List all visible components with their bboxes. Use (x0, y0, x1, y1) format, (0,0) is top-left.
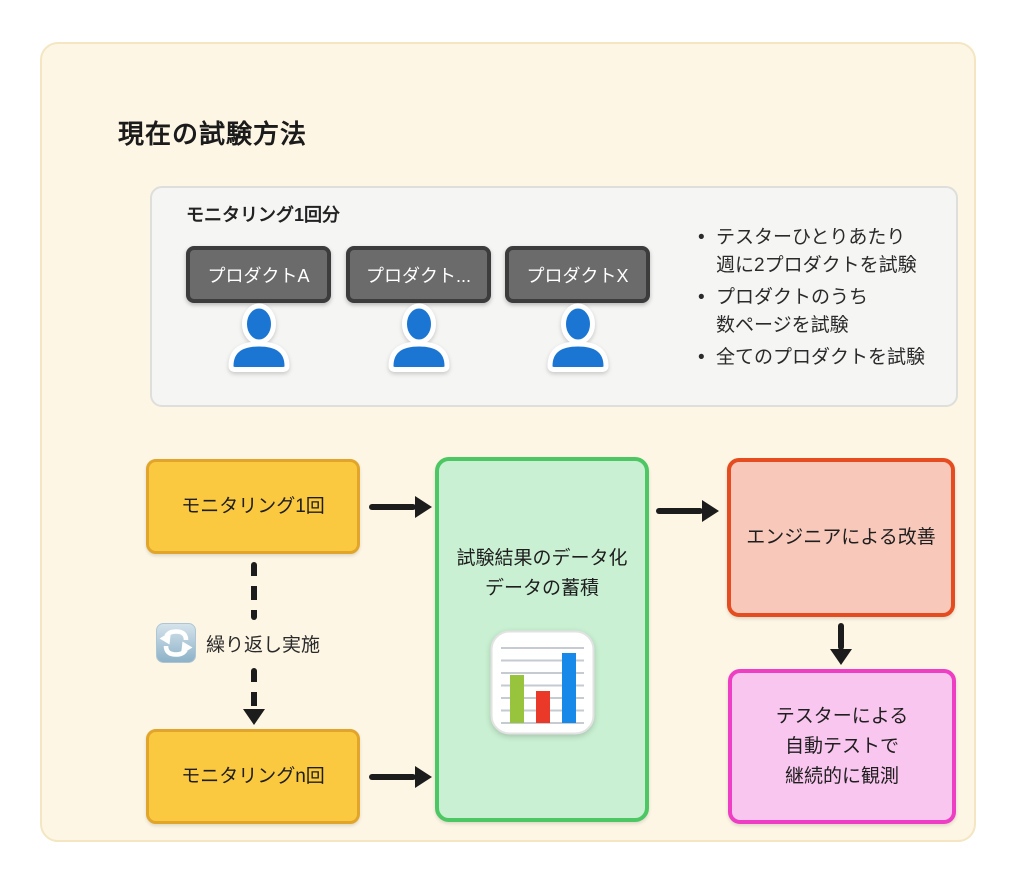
person-icon (227, 303, 290, 372)
monitoring-n-label: モニタリングn回 (181, 765, 325, 787)
product-box-ellipsis-label: プロダクト... (365, 265, 471, 286)
data-accumulation-label: 試験結果のデータ化 データの蓄積 (456, 548, 628, 599)
arrow-monitoring-once-to-data (369, 504, 416, 510)
monitoring-session-title: モニタリング1回分 (186, 205, 341, 225)
arrow-engineer-to-tester (838, 623, 844, 650)
current-method-panel: 現在の試験方法 モニタリング1回分 プロダクトA プロダクト... (40, 42, 976, 842)
monitoring-n-box: モニタリングn回 (146, 729, 360, 824)
tester-observation-label: テスターによる 自動テストで 継続的に観測 (775, 705, 909, 787)
monitoring-session-panel: モニタリング1回分 プロダクトA プロダクト... (150, 186, 958, 407)
data-accumulation-box: 試験結果のデータ化 データの蓄積 (435, 457, 649, 822)
person-icon (387, 303, 450, 372)
notes-list: テスターひとりあたり 週に2プロダクトを試験 プロダクトのうち 数ページを試験 … (692, 224, 972, 376)
product-column-x: プロダクトX (505, 246, 650, 372)
arrow-monitoring-n-to-data (369, 774, 416, 780)
product-column-a: プロダクトA (186, 246, 331, 372)
product-box-a-label: プロダクトA (207, 265, 310, 286)
bar-chart-icon (490, 630, 594, 735)
engineer-improvement-label: エンジニアによる改善 (746, 526, 936, 548)
monitoring-once-box: モニタリング1回 (146, 459, 360, 554)
person-icon (546, 303, 609, 372)
tester-observation-box: テスターによる 自動テストで 継続的に観測 (728, 669, 956, 824)
arrow-data-to-engineer (656, 508, 703, 514)
note-item: 全てのプロダクトを試験 (692, 344, 972, 372)
engineer-improvement-box: エンジニアによる改善 (727, 458, 955, 617)
product-box-a: プロダクトA (186, 246, 331, 303)
repeat-dashed-arrow-bottom (251, 668, 257, 710)
product-box-x-label: プロダクトX (526, 265, 629, 286)
repeat-annotation: 繰り返し実施 (156, 623, 320, 663)
note-item: プロダクトのうち 数ページを試験 (692, 284, 972, 340)
note-item: テスターひとりあたり 週に2プロダクトを試験 (692, 224, 972, 280)
product-box-ellipsis: プロダクト... (346, 246, 491, 303)
product-box-x: プロダクトX (505, 246, 650, 303)
monitoring-once-label: モニタリング1回 (181, 495, 325, 517)
repeat-label: 繰り返し実施 (206, 634, 321, 656)
repeat-icon (156, 623, 196, 663)
repeat-dashed-line-top (251, 562, 257, 620)
page-title: 現在の試験方法 (118, 119, 308, 149)
product-column-mid: プロダクト... (346, 246, 491, 372)
